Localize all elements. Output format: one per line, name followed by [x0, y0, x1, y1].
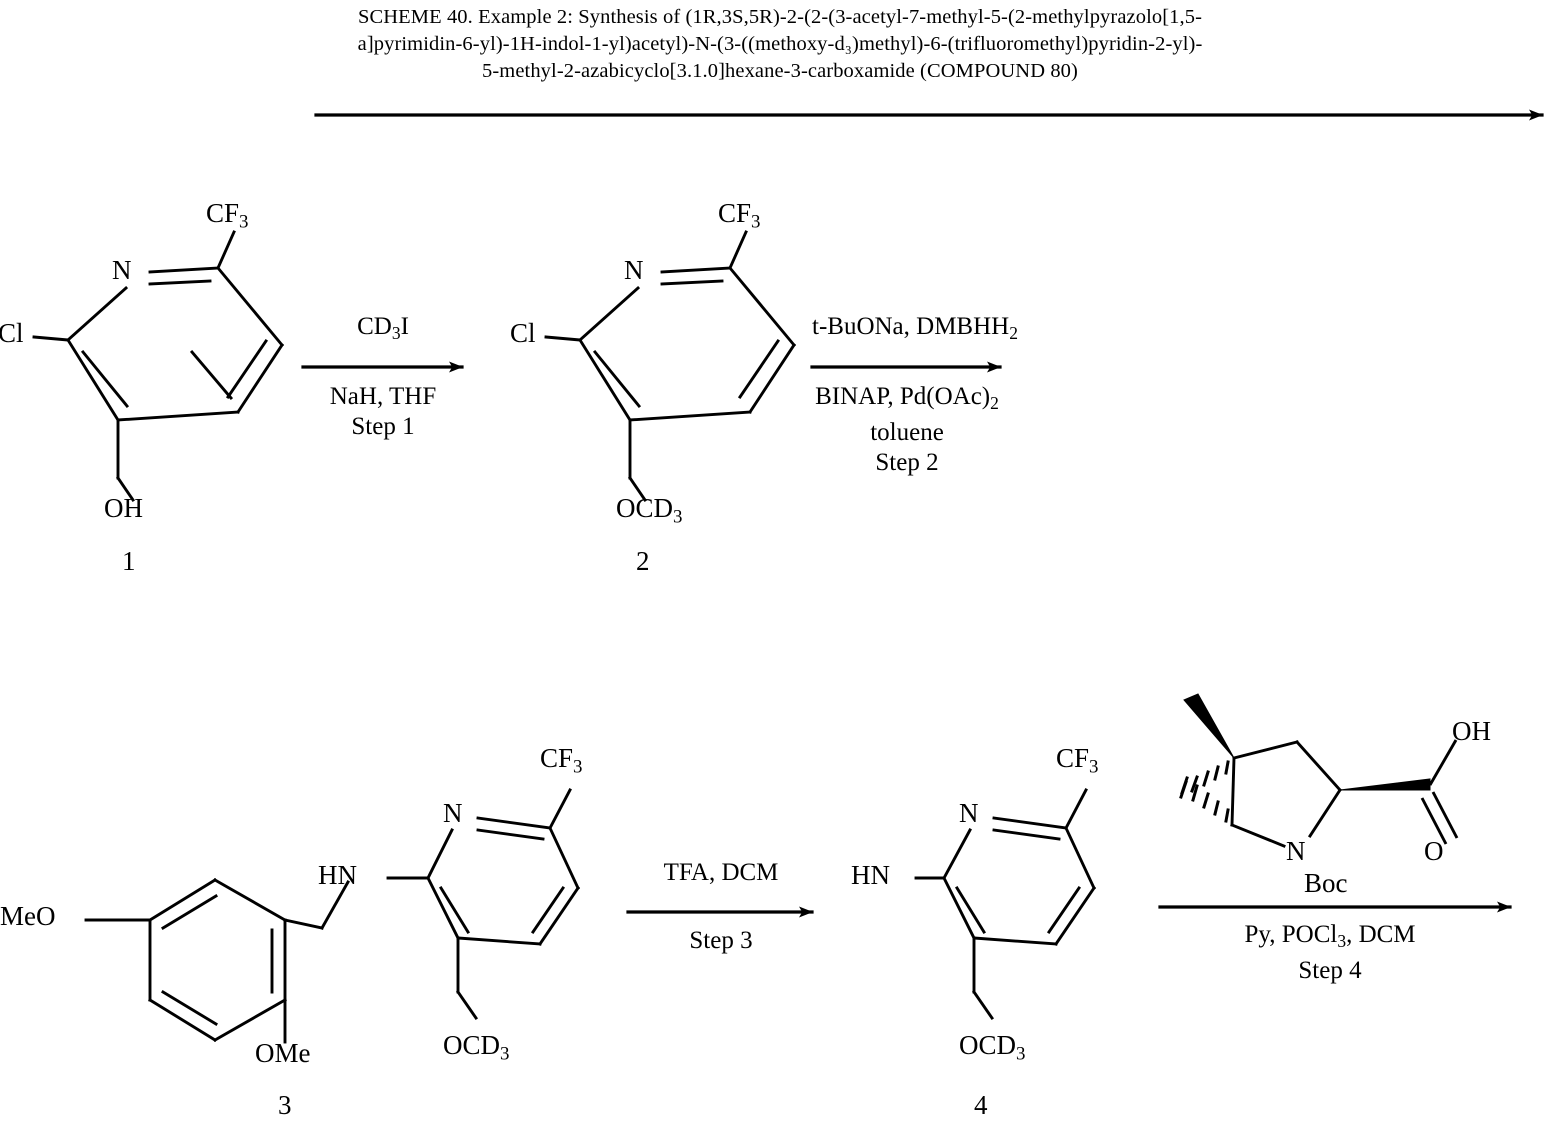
step-3-conditions-above: TFA, DCM: [628, 858, 814, 888]
step-4-conditions-below: Py, POCl3, DCM Step 4: [1160, 920, 1500, 986]
scheme-title-text-3: 5-methyl-2-azabicyclo[3.1.0]hexane-3-car…: [482, 60, 1078, 82]
reagent-nitrogen-label: N: [1286, 836, 1306, 866]
scheme-title-line-1: SCHEME 40. Example 2: Synthesis of (1R,3…: [300, 4, 1260, 31]
compound-4-nitrogen-label: N: [959, 798, 979, 828]
step-1-conditions-below: NaH, THF Step 1: [303, 382, 463, 442]
scheme-title: SCHEME 40. Example 2: Synthesis of (1R,3…: [300, 4, 1260, 85]
scheme-title-text-2: a]pyrimidin-6-yl)-1H-indol-1-yl)acetyl)-…: [357, 33, 1203, 55]
step-2-base-reagent: t-BuONa, DMBHH2: [812, 313, 1018, 343]
compound-3-number: 3: [278, 1090, 292, 1120]
compound-1-number: 1: [122, 546, 136, 576]
compound-4-structure: [914, 788, 1097, 1021]
compound-2-nitrogen-label: N: [624, 255, 644, 285]
compound-3-structure: [84, 788, 581, 1044]
compound-1-chloro-label: Cl: [0, 318, 24, 348]
scheme-title-text-1: SCHEME 40. Example 2: Synthesis of (1R,3…: [357, 6, 1203, 28]
step-1-reagent: CD3I: [357, 313, 409, 343]
step-2-solvent: toluene: [870, 418, 944, 446]
compound-3-amine-label: HN: [318, 860, 357, 890]
step-2-step-label: Step 2: [875, 448, 939, 476]
compound-4-methoxy-d3-label: OCD3: [959, 1030, 1026, 1065]
reagent-boc-label: Boc: [1304, 868, 1348, 898]
compound-2-chloro-label: Cl: [510, 318, 536, 348]
compound-1-trifluoromethyl-label: CF3: [206, 198, 249, 233]
scheme-title-line-3: 5-methyl-2-azabicyclo[3.1.0]hexane-3-car…: [300, 58, 1260, 85]
step-1-conditions-above: CD3I: [303, 312, 463, 348]
step-3-conditions-below: Step 3: [628, 926, 814, 956]
step-3-step-label: Step 3: [689, 927, 753, 954]
methyl-wedge-bond: [1183, 693, 1235, 759]
step-3-reagent: TFA, DCM: [663, 859, 779, 886]
compound-1-structure: [32, 230, 285, 503]
carboxyl-oh-bond: [1428, 739, 1458, 786]
step-2-conditions-above: t-BuONa, DMBHH2: [812, 312, 1018, 348]
carboxyl-double-bond-a: [1431, 791, 1459, 839]
step-4-step-label: Step 4: [1298, 956, 1362, 984]
compound-1-nitrogen-label: N: [112, 255, 132, 285]
reagent-hydroxyl-label: OH: [1452, 716, 1491, 746]
compound-4-trifluoromethyl-label: CF3: [1056, 743, 1099, 778]
scheme-title-line-2: a]pyrimidin-6-yl)-1H-indol-1-yl)acetyl)-…: [300, 31, 1260, 58]
step-4-reagents: Py, POCl3, DCM: [1244, 921, 1416, 951]
step-2-catalyst: BINAP, Pd(OAc)2: [815, 383, 999, 413]
compound-2-number: 2: [636, 546, 650, 576]
step-1-step-label: Step 1: [351, 413, 415, 440]
compound-1-hydroxyl-label: OH: [104, 493, 143, 523]
compound-3-methoxy-d3-label: OCD3: [443, 1030, 510, 1065]
compound-4-number: 4: [974, 1090, 988, 1120]
compound-3-nitrogen-label: N: [443, 798, 463, 828]
compound-3-methoxy-left-label: MeO: [0, 901, 56, 931]
cyclopropane-hashed-bonds: [1179, 760, 1230, 823]
reagent-carbonyl-oxygen-label: O: [1424, 836, 1444, 866]
compound-3-trifluoromethyl-label: CF3: [540, 743, 583, 778]
step-1-solvent: NaH, THF: [329, 383, 437, 410]
compound-2-methoxy-d3-label: OCD3: [616, 493, 683, 528]
step-2-conditions-below: BINAP, Pd(OAc)2 toluene Step 2: [812, 382, 1002, 478]
compound-2-structure: [544, 230, 797, 503]
compound-3-methoxy-bottom-label: OMe: [255, 1038, 311, 1068]
carboxyl-wedge-bond: [1339, 778, 1431, 791]
compound-2-trifluoromethyl-label: CF3: [718, 198, 761, 233]
reagent-bicyclic-structure: [1230, 739, 1343, 848]
carboxyl-double-bond-b: [1420, 797, 1448, 845]
compound-4-amine-label: HN: [851, 860, 890, 890]
